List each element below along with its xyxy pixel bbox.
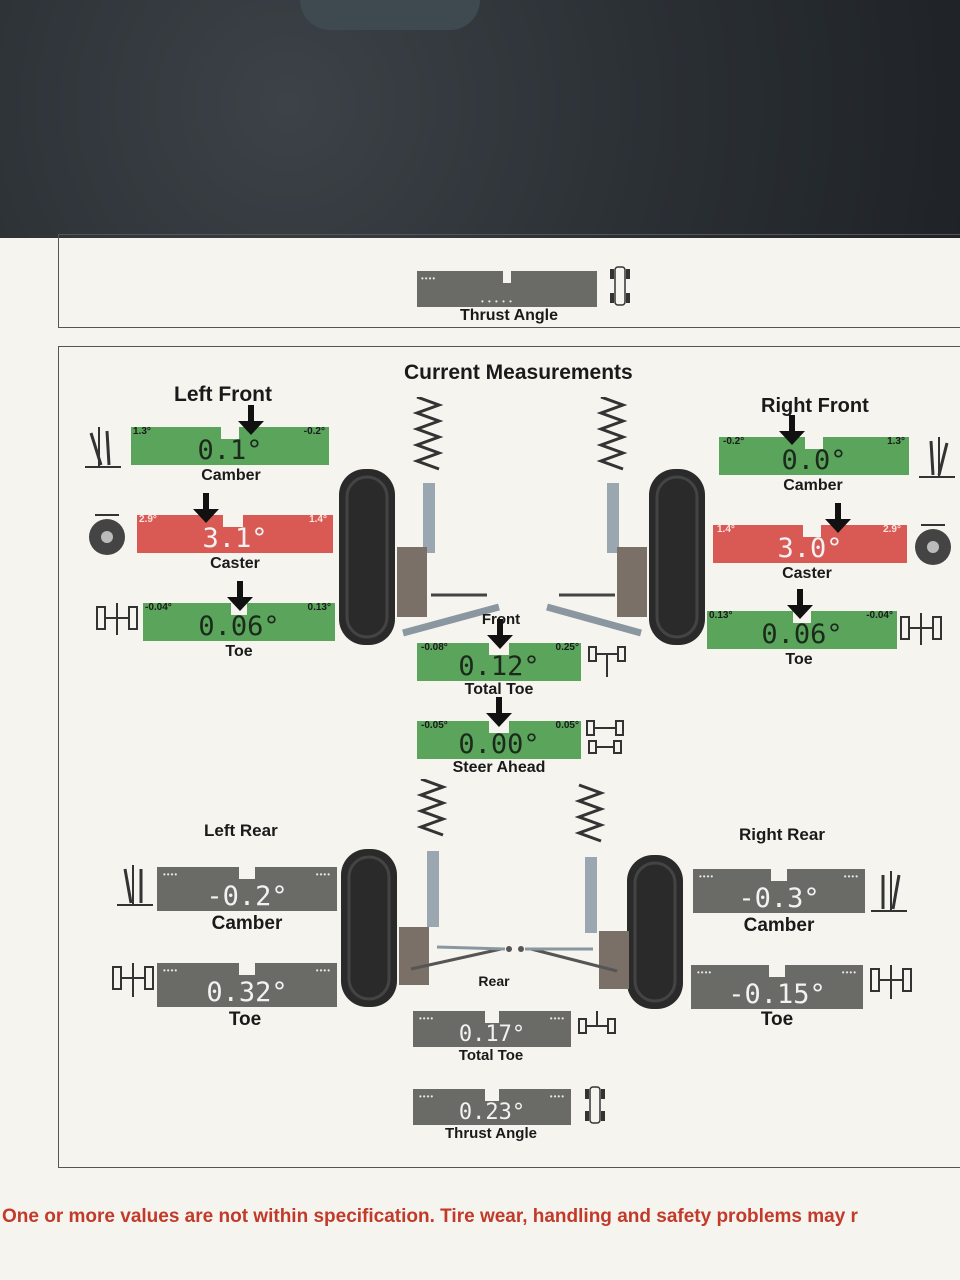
toe-axle-icon bbox=[96, 603, 138, 635]
right-rear-title: Right Rear bbox=[739, 825, 825, 844]
steer-ahead-bar: -0.05° 0.05° 0.00° bbox=[417, 720, 581, 760]
front-suspension-illustration bbox=[339, 397, 705, 645]
front-total-toe-label: Total Toe bbox=[464, 681, 534, 698]
page-title: Current Measurements bbox=[404, 361, 633, 384]
camber-gauge-icon bbox=[919, 437, 955, 478]
toe-axle-icon bbox=[900, 613, 942, 645]
right-front-caster-min: 1.4° bbox=[717, 524, 735, 535]
rear-thrust-angle-value: 0.23° bbox=[458, 1100, 526, 1125]
left-front-caster-label: Caster bbox=[210, 555, 260, 572]
right-front-camber-min: -0.2° bbox=[723, 436, 745, 447]
alignment-printout: ••••• • • • • Thrust Angle Current Measu… bbox=[0, 234, 960, 1280]
right-front-caster-bar: 1.4° 2.9° 3.0° bbox=[713, 524, 907, 564]
rear-total-toe-label: Total Toe bbox=[458, 1047, 524, 1064]
rear-total-toe-bar: •••••••• 0.17° bbox=[413, 1011, 571, 1047]
left-rear-toe-label: Toe bbox=[228, 1009, 262, 1030]
left-front-camber-label: Camber bbox=[201, 467, 261, 484]
vehicle-outline-icon bbox=[588, 646, 626, 677]
left-front-toe-bar: -0.04° 0.13° 0.06° bbox=[143, 602, 335, 642]
rear-thrust-angle-label: Thrust Angle bbox=[445, 1125, 537, 1142]
right-rear-toe-bar: •••••••• -0.15° bbox=[691, 965, 863, 1009]
right-rear-camber-value: -0.3° bbox=[738, 883, 820, 914]
vehicle-outline-icon bbox=[585, 1086, 605, 1124]
right-front-toe-bar: 0.13° -0.04° 0.06° bbox=[707, 610, 897, 650]
front-total-toe-arrow bbox=[487, 619, 513, 649]
left-front-camber-arrow bbox=[238, 405, 264, 435]
camber-gauge-icon bbox=[871, 871, 907, 912]
steer-ahead-label: Steer Ahead bbox=[452, 759, 546, 776]
left-front-toe-max: 0.13° bbox=[307, 602, 331, 613]
left-front-caster-max: 1.4° bbox=[309, 514, 327, 525]
left-front-camber-bar: 1.3° -0.2° 0.1° bbox=[131, 426, 329, 466]
front-total-toe-bar: -0.08° 0.25° 0.12° bbox=[417, 642, 581, 682]
right-front-toe-label: Toe bbox=[785, 651, 813, 668]
rear-title: Rear bbox=[478, 973, 510, 989]
floor-background bbox=[0, 0, 960, 260]
right-front-toe-min: 0.13° bbox=[709, 610, 733, 621]
left-front-toe-arrow bbox=[227, 581, 253, 611]
right-front-camber-bar: -0.2° 1.3° 0.0° bbox=[719, 436, 909, 476]
right-front-caster-value: 3.0° bbox=[777, 533, 843, 564]
shoe bbox=[300, 0, 480, 30]
measurements-panel: Current Measurements Left Front bbox=[58, 346, 960, 1168]
right-rear-toe-label: Toe bbox=[760, 1009, 794, 1030]
left-front-camber-min: 1.3° bbox=[133, 426, 151, 437]
vehicle-outline-icon bbox=[586, 720, 624, 754]
left-front-camber-value: 0.1° bbox=[197, 435, 263, 466]
left-front-caster-bar: 2.9° 1.4° 3.1° bbox=[137, 514, 333, 554]
left-front-caster-value: 3.1° bbox=[202, 523, 268, 554]
top-thrust-angle-bar: ••••• • • • • bbox=[417, 271, 597, 307]
left-front-toe-label: Toe bbox=[225, 643, 253, 660]
left-rear-title: Left Rear bbox=[204, 821, 278, 840]
right-front-camber-value: 0.0° bbox=[781, 445, 847, 476]
rear-thrust-angle-bar: •••••••• 0.23° bbox=[413, 1089, 571, 1125]
right-front-toe-max: -0.04° bbox=[866, 610, 893, 621]
left-rear-camber-bar: •••••••• -0.2° bbox=[157, 867, 337, 911]
spec-warning: One or more values are not within specif… bbox=[2, 1206, 858, 1227]
right-front-caster-max: 2.9° bbox=[883, 524, 901, 535]
right-front-caster-label: Caster bbox=[782, 565, 832, 582]
left-rear-camber-label: Camber bbox=[211, 913, 283, 934]
right-front-camber-arrow bbox=[779, 415, 805, 445]
right-rear-toe-value: -0.15° bbox=[728, 979, 826, 1010]
left-front-camber-max: -0.2° bbox=[303, 426, 325, 437]
left-front-title: Left Front bbox=[174, 383, 272, 406]
right-rear-camber-label: Camber bbox=[743, 915, 815, 936]
steer-ahead-min: -0.05° bbox=[421, 720, 448, 731]
vehicle-outline-icon bbox=[578, 1011, 616, 1034]
top-panel: ••••• • • • • Thrust Angle bbox=[58, 234, 960, 328]
right-rear-camber-bar: •••••••• -0.3° bbox=[693, 869, 865, 913]
left-rear-camber-value: -0.2° bbox=[206, 881, 288, 912]
front-total-toe-max: 0.25° bbox=[555, 642, 579, 653]
top-thrust-angle-label: Thrust Angle bbox=[459, 307, 559, 324]
steer-ahead-value: 0.00° bbox=[458, 729, 540, 760]
toe-axle-icon bbox=[870, 965, 912, 999]
right-front-toe-arrow bbox=[787, 589, 813, 619]
right-front-camber-max: 1.3° bbox=[887, 436, 905, 447]
front-total-toe-value: 0.12° bbox=[458, 651, 540, 682]
right-front-title: Right Front bbox=[761, 395, 869, 417]
vehicle-outline-icon bbox=[610, 266, 630, 306]
toe-axle-icon bbox=[112, 963, 154, 997]
rear-suspension-illustration bbox=[341, 779, 683, 1009]
steer-ahead-arrow bbox=[486, 697, 512, 727]
right-front-caster-arrow bbox=[825, 503, 851, 533]
camber-gauge-icon bbox=[117, 865, 153, 906]
front-total-toe-min: -0.08° bbox=[421, 642, 448, 653]
camber-gauge-icon bbox=[85, 427, 121, 468]
caster-wheel-icon bbox=[915, 524, 951, 565]
left-front-caster-arrow bbox=[193, 493, 219, 523]
left-rear-toe-value: 0.32° bbox=[206, 977, 288, 1008]
caster-wheel-icon bbox=[89, 514, 125, 555]
left-front-caster-min: 2.9° bbox=[139, 514, 157, 525]
right-front-toe-value: 0.06° bbox=[761, 619, 843, 650]
rear-total-toe-value: 0.17° bbox=[458, 1022, 526, 1047]
left-rear-toe-bar: •••••••• 0.32° bbox=[157, 963, 337, 1007]
steer-ahead-max: 0.05° bbox=[555, 720, 579, 731]
left-front-toe-min: -0.04° bbox=[145, 602, 172, 613]
left-front-toe-value: 0.06° bbox=[198, 611, 280, 642]
right-front-camber-label: Camber bbox=[783, 477, 843, 494]
